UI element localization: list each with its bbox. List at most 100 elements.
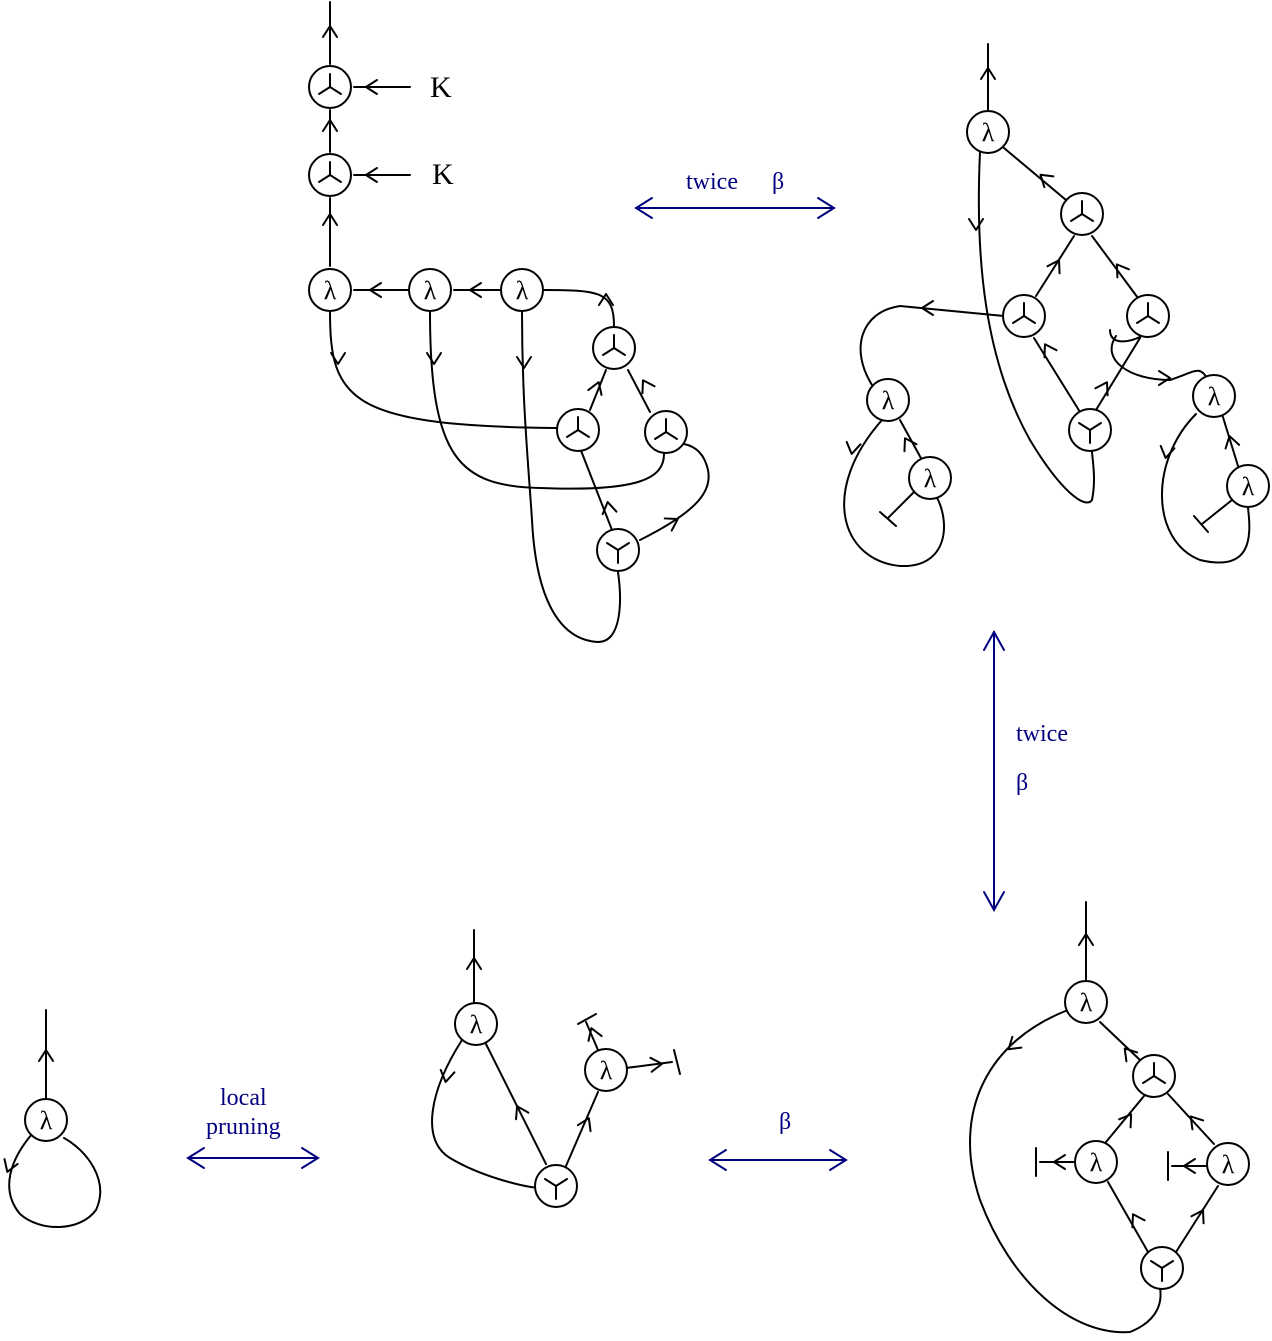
edge-arrowhead [968,218,984,231]
edge-arrowhead [903,437,918,453]
edge-arrowhead [641,379,656,395]
fan-out-glyph [544,1178,568,1200]
edge-arrowhead [649,1056,663,1073]
node-circle [908,456,952,500]
fan-in-glyph [1136,302,1160,324]
lambda-symbol: λ [1242,472,1255,501]
lambda-symbol: λ [1090,1148,1103,1177]
edge-arrowhead [516,356,532,369]
node-circle [408,268,452,312]
fan-in-glyph [1012,302,1036,324]
lambda-symbol: λ [882,386,895,415]
rule-right-label-1: twice [1016,721,1068,747]
lambda-symbol: λ [924,464,937,493]
edge-arrowhead [1190,1209,1205,1225]
lambda-node: λ [866,378,910,422]
edge-arrowhead [601,501,618,516]
graph-bottom-left [8,1009,102,1228]
graph-top-right [843,43,1251,568]
edge-arrowhead [587,1027,603,1042]
rule-arrow-bottom-middle: β [708,1109,848,1171]
node-circle [308,268,352,312]
graph-top-left [329,1,710,643]
edge-arrowhead [466,957,482,970]
node-circle [966,110,1010,154]
fan-in-node [556,408,600,452]
edge-arrowhead [1115,263,1130,279]
lambda-symbol: λ [40,1106,53,1135]
rule-bottom-left-label-1: local [220,1085,267,1111]
lambda-node: λ [500,268,544,312]
edge-arrowhead [515,1105,530,1121]
edge-arrowhead [598,293,614,306]
edge-arrowhead [322,119,338,132]
node-circle [1226,464,1270,508]
fan-in-node [308,65,352,109]
fan-in-node [308,153,352,197]
edge-arrowhead [663,517,679,532]
edge-arrowhead [1046,259,1061,275]
node-circle [1192,374,1236,418]
edge-arrowhead [322,213,338,226]
lambda-node: λ [1192,374,1236,418]
edge-arrowhead [1131,1213,1146,1229]
fan-in-glyph [1070,200,1094,222]
fan-out-node [1068,408,1112,452]
lambda-node: λ [1074,1140,1118,1184]
edge-arrowhead [1094,381,1109,397]
lambda-symbol: λ [324,276,337,305]
node-circle [1206,1142,1250,1186]
lambda-node: λ [1206,1142,1250,1186]
k-label-upper: K [430,71,452,104]
fan-out-node [534,1164,578,1208]
edge-arrowhead [1224,435,1241,450]
fan-in-glyph [654,418,678,440]
fan-out-node [1140,1246,1184,1290]
edge-arrowhead [1159,444,1176,459]
lambda-node: λ [308,268,352,312]
node-circle [1074,1140,1118,1184]
rule-top-label-2: β [772,169,784,195]
fan-out-glyph [1078,422,1102,444]
lambda-symbol: λ [516,276,529,305]
rule-arrow-right: twice β [983,629,1068,913]
edge-arrowhead [1158,370,1171,386]
edge-arrowhead [980,67,996,80]
lambda-node: λ [1226,464,1270,508]
fan-in-glyph [318,73,342,95]
edge-arrowheads [3,25,1241,1229]
fan-in-node [1132,1054,1176,1098]
lambda-node: λ [908,456,952,500]
edge-arrowhead [1078,933,1094,946]
fan-out-glyph [1150,1260,1174,1282]
node-circle [454,1002,498,1046]
edge-arrowhead [845,440,862,455]
fan-in-glyph [1142,1062,1166,1084]
fan-out-glyph [606,542,630,564]
edge-arrowhead [38,1049,54,1062]
edge-arrowhead [365,79,378,95]
edge-arrowhead [365,167,378,183]
edge-arrowhead [1043,343,1058,359]
lambda-node: λ [966,110,1010,154]
k-label-lower: K [432,158,454,191]
lambda-node: λ [454,1002,498,1046]
fan-in-glyph [602,334,626,356]
edge-arrowhead [426,352,442,365]
edge-arrowhead [1118,1113,1133,1129]
lambda-symbol: λ [982,118,995,147]
edge-arrowhead [3,1158,19,1173]
lambda-symbol: λ [470,1010,483,1039]
edge-arrowhead [469,282,482,298]
rule-arrow-top: twice β [634,169,836,219]
fan-in-glyph [566,416,590,438]
edge-arrowhead [330,352,346,365]
fan-out-node [596,528,640,572]
edge-arrowhead [369,282,382,298]
rule-bottom-middle-label: β [779,1109,791,1135]
node-circle [24,1098,68,1142]
edge-arrowhead [921,300,934,316]
